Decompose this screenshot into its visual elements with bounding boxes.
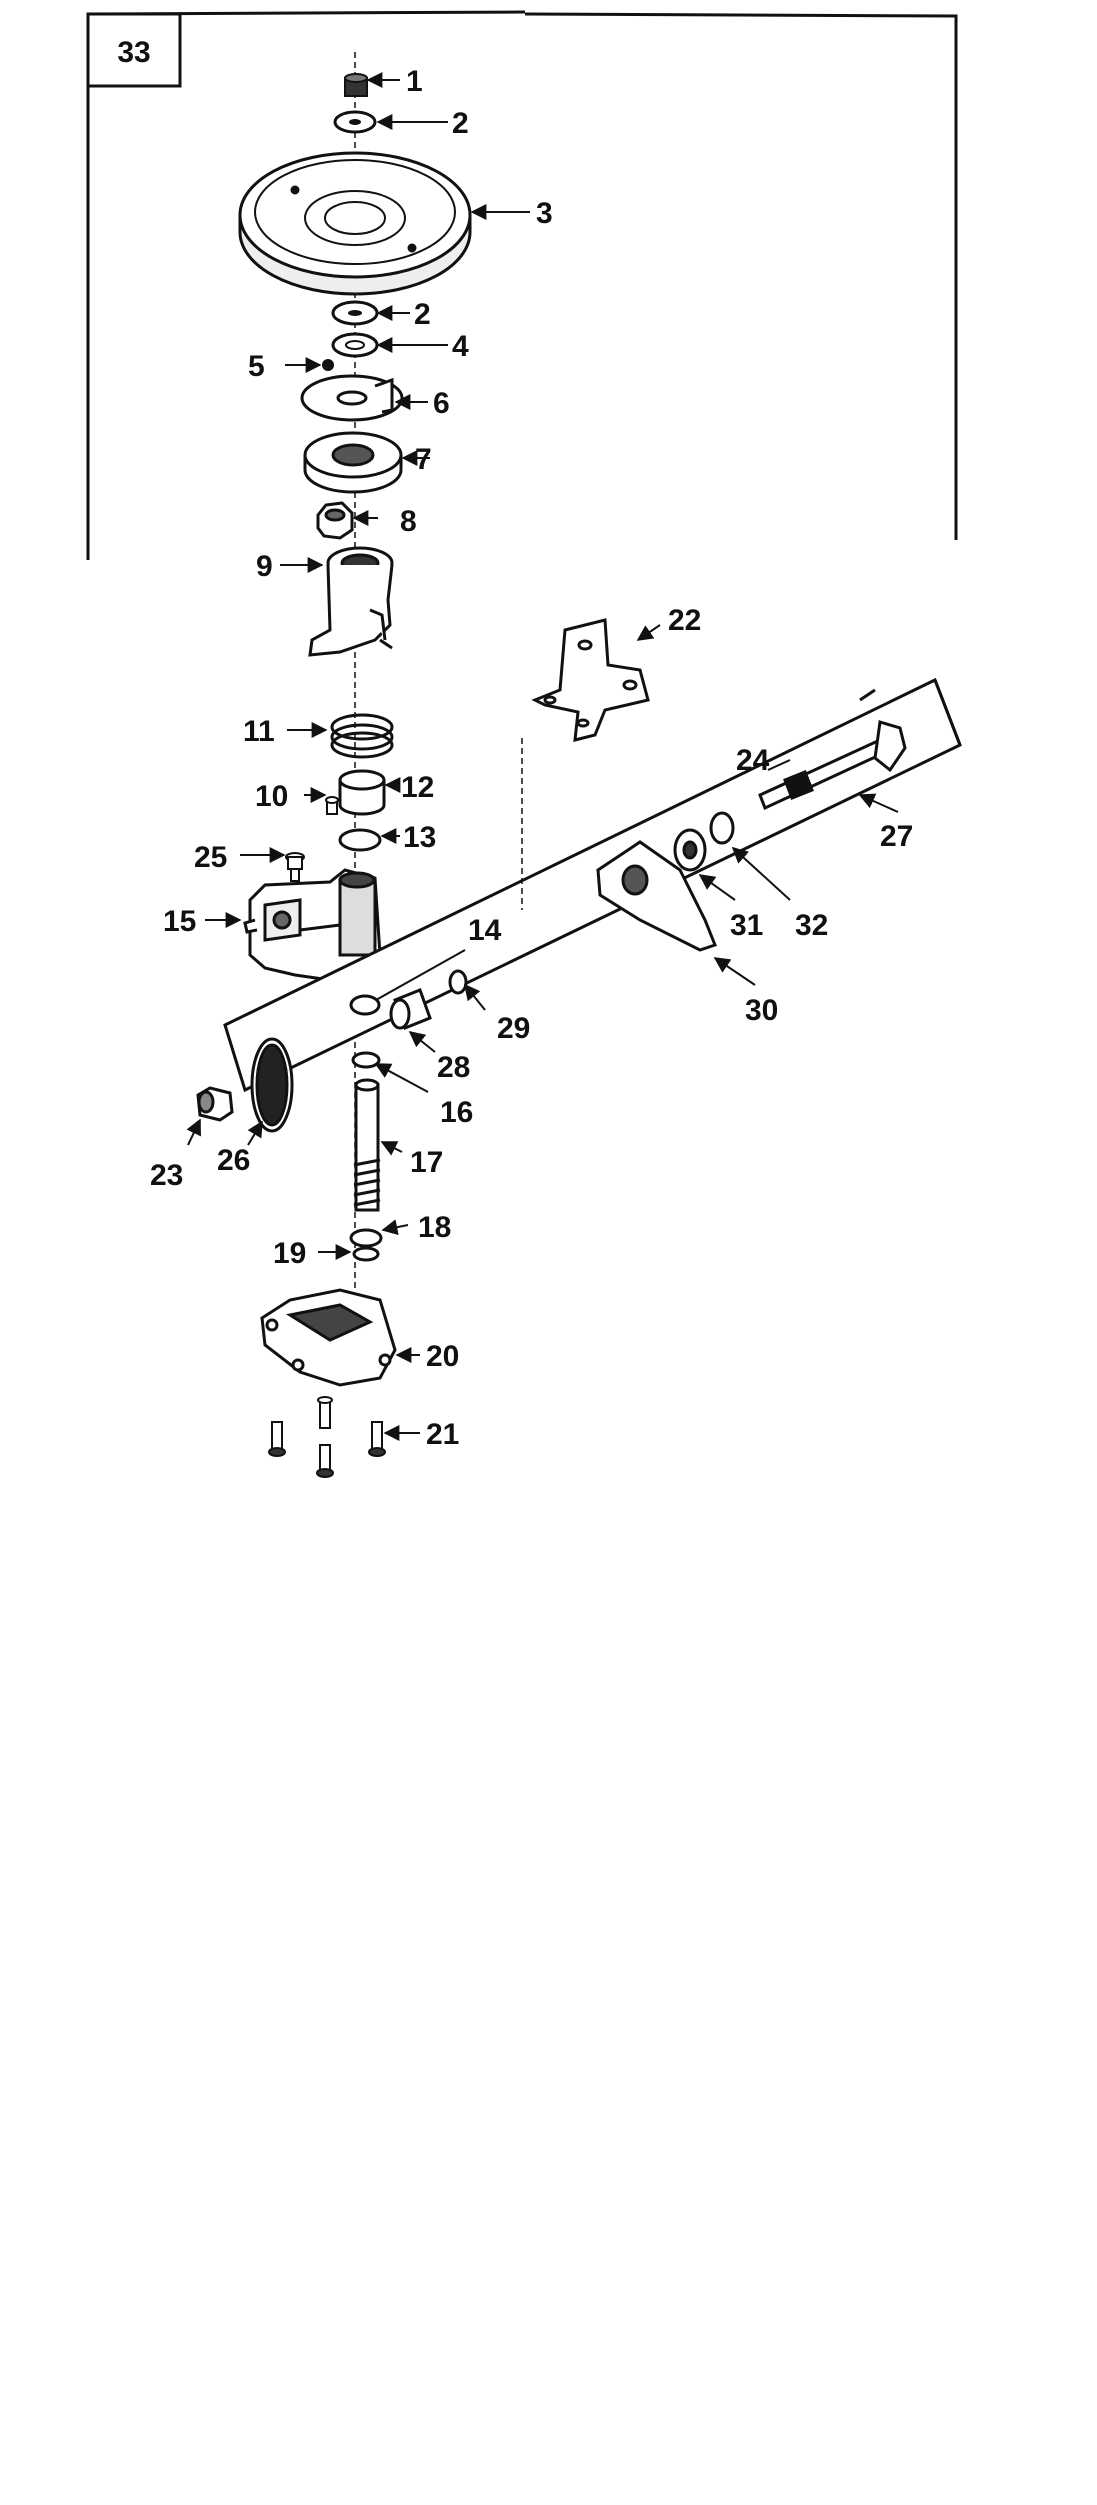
- callout-14: 14: [468, 914, 502, 947]
- part-thrust-washer: [349, 994, 381, 1016]
- callout-9: 9: [256, 550, 273, 583]
- callout-13: 13: [403, 821, 436, 854]
- part-bushing: [338, 769, 386, 816]
- part-housing-tube: [308, 546, 394, 657]
- callout-30: 30: [745, 994, 778, 1027]
- part-end-gear: [250, 1037, 294, 1133]
- callout-10: 10: [255, 780, 288, 813]
- callout-8: 8: [400, 505, 417, 538]
- callout-12: 12: [401, 771, 434, 804]
- part-mounting-bracket: [531, 618, 650, 742]
- callout-6: 6: [433, 387, 450, 420]
- callout-2b: 2: [414, 298, 431, 331]
- part-bearing: [303, 431, 403, 494]
- callout-17: 17: [410, 1146, 443, 1179]
- part-washer-18: [349, 1228, 383, 1248]
- part-side-plate: [596, 840, 717, 952]
- box-number-tag: 33: [86, 12, 182, 88]
- part-keyed-washer: [300, 374, 404, 422]
- callout-18: 18: [418, 1211, 451, 1244]
- callout-32: 32: [795, 909, 828, 942]
- part-bolts: [268, 1396, 386, 1478]
- callout-25: 25: [194, 841, 227, 874]
- part-washer-32: [709, 811, 735, 845]
- callout-31: 31: [730, 909, 763, 942]
- callout-1: 1: [406, 65, 423, 98]
- part-axle-bushing: [196, 1086, 234, 1122]
- part-hex-nut: [316, 501, 354, 540]
- part-o-ring-13: [338, 828, 382, 852]
- part-ring-16: [351, 1051, 381, 1069]
- part-nut: [344, 73, 368, 97]
- callout-20: 20: [426, 1340, 459, 1373]
- callout-2: 2: [452, 107, 469, 140]
- callout-21: 21: [426, 1418, 459, 1451]
- part-bolt-25: [285, 852, 305, 882]
- callout-7: 7: [415, 443, 432, 476]
- callout-19: 19: [273, 1237, 306, 1270]
- part-axle-tube: [223, 677, 962, 1093]
- part-bottom-cover: [260, 1288, 397, 1387]
- leader-lines: [186, 72, 899, 1441]
- callout-labels: 1 2 3 2 4 5 6 7 8 9 11 10 12 13 25 15 14…: [150, 65, 913, 1451]
- part-washer-19: [352, 1246, 380, 1262]
- callout-3: 3: [536, 197, 553, 230]
- part-ring-29: [448, 969, 468, 995]
- callout-26: 26: [217, 1144, 250, 1177]
- callout-23: 23: [150, 1159, 183, 1192]
- callout-28: 28: [437, 1051, 470, 1084]
- callout-15: 15: [163, 905, 196, 938]
- part-spring: [330, 713, 394, 759]
- box-frame: [86, 10, 958, 560]
- part-worm-shaft: [353, 1078, 381, 1212]
- box-number-label: 33: [117, 36, 150, 69]
- part-drive-shaft: [758, 720, 907, 811]
- part-ball: [322, 359, 334, 371]
- callout-11: 11: [243, 715, 275, 748]
- callout-4: 4: [452, 330, 469, 363]
- part-sleeve: [389, 988, 432, 1030]
- callout-22: 22: [668, 604, 701, 637]
- part-pulley: [238, 151, 472, 296]
- callout-16: 16: [440, 1096, 473, 1129]
- part-screw-10: [325, 796, 339, 815]
- callout-24: 24: [736, 744, 770, 777]
- callout-27: 27: [880, 820, 913, 853]
- callout-5: 5: [248, 350, 265, 383]
- callout-29: 29: [497, 1012, 530, 1045]
- part-small-gear: [673, 828, 707, 872]
- part-gear-case: [243, 868, 382, 982]
